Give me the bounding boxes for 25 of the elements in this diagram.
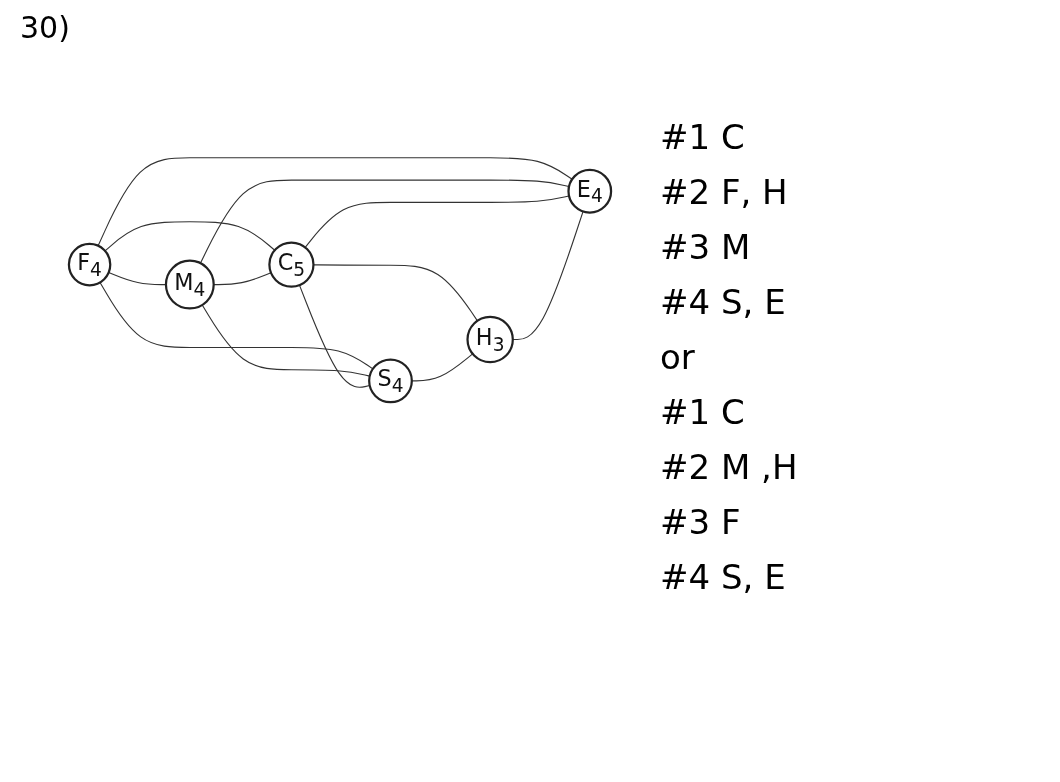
node-circle: H$_{3}$ <box>466 315 514 364</box>
ranking-line: or <box>660 336 696 379</box>
connector <box>304 195 570 248</box>
ranking-line: #2 M ,H <box>660 446 798 489</box>
node-circle: S$_{4}$ <box>368 358 413 404</box>
connector <box>411 353 474 382</box>
connector <box>213 272 272 286</box>
ranking-line: #4 S, E <box>660 556 787 599</box>
connector <box>512 210 584 341</box>
ranking-line: #1 C <box>660 116 746 159</box>
problem-number: 30) <box>20 10 70 45</box>
ranking-line: #1 C <box>660 391 746 434</box>
connector <box>99 281 374 370</box>
node-circle: F$_{4}$ <box>67 242 112 287</box>
node-circle: E$_{4}$ <box>567 168 613 214</box>
connector <box>104 221 276 252</box>
ranking-line: #3 F <box>660 501 742 544</box>
node-circle: C$_{5}$ <box>268 241 315 288</box>
ranking-line: #2 F, H <box>660 171 789 214</box>
connector <box>108 271 167 286</box>
node-circle: M$_{4}$ <box>164 259 215 310</box>
connector <box>199 179 570 264</box>
ranking-line: #3 M <box>660 226 752 269</box>
ranking-line: #4 S, E <box>660 281 787 324</box>
connector <box>97 157 573 247</box>
